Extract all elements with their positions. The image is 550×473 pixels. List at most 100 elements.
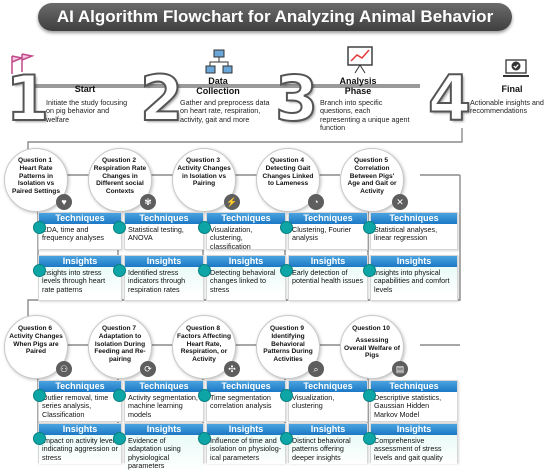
insights-header: Insights: [371, 424, 457, 435]
report-icon: ▤: [392, 361, 408, 377]
question-9-label: Question 9: [269, 325, 305, 332]
phase-3-description: Branch into specific questions, each rep…: [320, 98, 410, 133]
question-2-group: Question 2 Respiration Rate Changes in D…: [84, 148, 164, 288]
question-7-insights-card: Insights Evidence of adaptation using ph…: [124, 423, 204, 473]
question-5-techniques-card: Techniques Statistical analyses, linear …: [370, 212, 458, 250]
laptop-check-icon: [502, 56, 530, 80]
search-icon: ⌕: [308, 361, 324, 377]
question-4-label: Question 4: [269, 157, 305, 164]
question-10-insights: Comprehensive assessment of stress level…: [371, 435, 457, 465]
techniques-header: Techniques: [371, 213, 457, 224]
question-7-techniques: Activity segmentation, machine learning …: [128, 393, 198, 419]
connector-hub: [363, 221, 376, 234]
gait-icon: ◔: [308, 194, 324, 210]
techniques-header: Techniques: [125, 381, 203, 392]
question-9-insights-card: Insights Distinct behavioral patterns of…: [288, 423, 368, 465]
connector-hub: [363, 389, 376, 402]
question-7-text: Adaptation to Isolation During Feeding a…: [94, 333, 146, 363]
connector-hub: [33, 432, 46, 445]
connector-hub: [280, 389, 293, 402]
lungs-icon: ✾: [140, 194, 156, 210]
question-10-techniques: Descriptive statistics, Gaussian Hidden …: [374, 393, 442, 419]
question-6-insights-card: Insights Impact on activity levels indic…: [38, 423, 122, 465]
chart-board-icon: [345, 44, 375, 74]
question-5-text: Correlation Between Pigs' Age and Gait o…: [347, 165, 397, 195]
connector-hub: [113, 264, 126, 277]
question-3-group: Question 3 Activity Changes in Isolation…: [168, 148, 248, 288]
techniques-header: Techniques: [39, 213, 121, 224]
techniques-header: Techniques: [39, 381, 121, 392]
network-icon: [205, 48, 233, 76]
connector-hub: [33, 221, 46, 234]
insights-header: Insights: [289, 424, 367, 435]
question-1-techniques: EDA, time and frequency analyses: [42, 225, 104, 243]
phase-4-title: Final: [501, 84, 523, 94]
question-3-circle: [172, 148, 236, 212]
connector-hub: [363, 432, 376, 445]
question-2-insights-card: Insights Identified stress indicators th…: [124, 255, 204, 301]
insights-header: Insights: [125, 424, 203, 435]
phase-2-description: Gather and preprocess data on heart rate…: [180, 98, 270, 124]
phase-3-number: 3: [274, 62, 319, 135]
question-2-label: Question 2: [101, 157, 137, 164]
insights-header: Insights: [125, 256, 203, 267]
connector-hub: [198, 264, 211, 277]
question-10-techniques-card: Techniques Descriptive statistics, Gauss…: [370, 380, 458, 422]
flags-icon: [8, 52, 36, 76]
question-5-label: Question 5: [353, 157, 389, 164]
question-8-group: Question 8 Factors Affecting Heart Rate,…: [168, 315, 248, 385]
connector-hub: [33, 264, 46, 277]
question-7-techniques-card: Techniques Activity segmentation, machin…: [124, 380, 204, 422]
question-1-techniques-card: Techniques EDA, time and frequency analy…: [38, 212, 122, 250]
techniques-header: Techniques: [207, 213, 285, 224]
insights-header: Insights: [289, 256, 367, 267]
question-2-insights: Identified stress indicators through res…: [125, 267, 203, 297]
question-8-techniques-card: Techniques Time segmentation correlation…: [206, 380, 286, 422]
question-6-insights: Impact on activity levels indicating agg…: [39, 435, 121, 465]
question-7-group: Question 7 Adaptation to Isolation Durin…: [84, 315, 164, 385]
phase-4-number: 4: [427, 62, 472, 135]
question-4-insights: Early detection of potential health issu…: [289, 267, 367, 288]
phase-2-title: Data Collection: [196, 76, 240, 96]
techniques-header: Techniques: [289, 213, 367, 224]
question-1-label: Question 1: [17, 157, 53, 164]
question-1-insights: Insights into stress levels through hear…: [39, 267, 121, 297]
question-10-insights-card: Insights Comprehensive assessment of str…: [370, 423, 458, 465]
connector-hub: [198, 221, 211, 234]
connector-hub: [280, 264, 293, 277]
question-1-group: Question 1 Heart Rate Patterns in Isolat…: [0, 148, 80, 288]
question-5-techniques: Statistical analyses, linear regression: [374, 225, 438, 243]
connector-hub: [280, 432, 293, 445]
techniques-header: Techniques: [289, 381, 367, 392]
question-4-techniques: Clustering, Fourier analysis: [292, 225, 352, 243]
question-5-group: Question 5 Correlation Between Pigs' Age…: [336, 148, 416, 288]
question-4-techniques-card: Techniques Clustering, Fourier analysis: [288, 212, 368, 250]
insights-header: Insights: [39, 256, 121, 267]
question-3-insights-card: Insights Detecting behavioral changes li…: [206, 255, 286, 301]
techniques-header: Techniques: [371, 381, 457, 392]
question-3-label: Question 3: [185, 157, 221, 164]
question-10-label: Question 10: [352, 325, 390, 332]
insights-header: Insights: [39, 424, 121, 435]
question-4-group: Question 4 Detecting Gait Changes Linked…: [252, 148, 332, 288]
connector-hub: [113, 221, 126, 234]
question-8-text: Factors Affecting Heart Rate, Respiratio…: [177, 333, 231, 363]
question-5-insights-card: Insights Insights into physical capabili…: [370, 255, 458, 301]
factors-icon: ✣: [224, 361, 240, 377]
question-9-insights: Distinct behavioral patterns offering de…: [289, 435, 367, 465]
question-8-techniques: Time segmentation correlation analysis: [210, 393, 272, 411]
techniques-header: Techniques: [125, 213, 203, 224]
insights-header: Insights: [207, 424, 285, 435]
connector-hub: [33, 389, 46, 402]
question-6-group: Question 6 Activity Changes When Pigs ar…: [0, 315, 80, 385]
question-5-insights: Insights into physical capabilities and …: [371, 267, 457, 297]
question-9-techniques-card: Techniques Visualization, clustering: [288, 380, 368, 422]
activity-icon: ⚡: [224, 194, 240, 210]
connector-hub: [363, 264, 376, 277]
question-6-label: Question 6: [17, 325, 53, 332]
connector-hub: [280, 221, 293, 234]
question-9-group: Question 9 Identifying Behavioral Patter…: [252, 315, 332, 385]
dna-icon: ✕: [392, 194, 408, 210]
phase-1-title: Start: [74, 84, 96, 94]
heart-icon: ♥: [56, 194, 72, 210]
